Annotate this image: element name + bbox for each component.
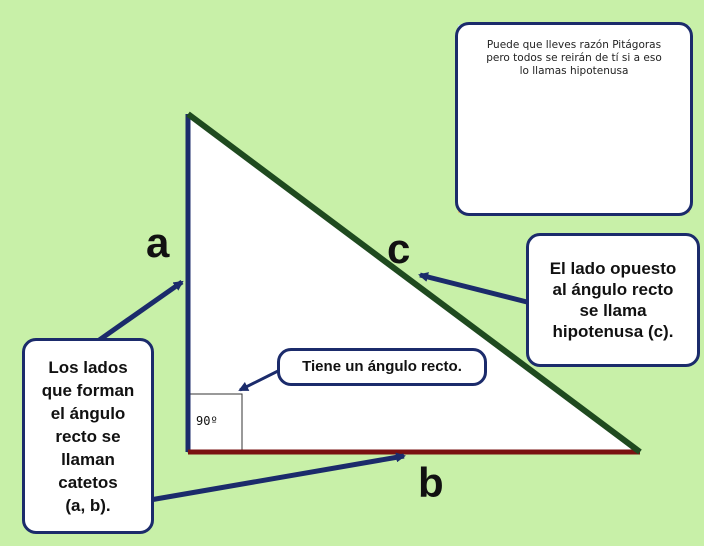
legs-callout-text: Los lados que forman el ángulo recto se … xyxy=(41,357,135,515)
legs-callout: Los lados que forman el ángulo recto se … xyxy=(22,338,154,534)
cartoon-caption: Puede que lleves razón Pitágoras pero to… xyxy=(486,39,662,77)
right-angle-callout-text: Tiene un ángulo recto. xyxy=(302,358,462,375)
hypotenuse-callout-text: El lado opuesto al ángulo recto se llama… xyxy=(549,259,677,341)
side-c-line xyxy=(186,111,642,455)
cartoon-panel: Puede que lleves razón Pitágoras pero to… xyxy=(455,22,693,216)
right-angle-callout: Tiene un ángulo recto. xyxy=(277,348,487,386)
arrow-to-right-angle xyxy=(238,366,285,392)
arrow-to-side-a xyxy=(93,279,184,346)
right-angle-label: 90º xyxy=(196,414,218,428)
arrow-to-side-b xyxy=(149,452,406,503)
side-a-label: a xyxy=(146,219,170,266)
hypotenuse-callout: El lado opuesto al ángulo recto se llama… xyxy=(526,233,700,367)
arrow-to-side-c xyxy=(418,272,528,305)
side-c-label: c xyxy=(387,225,411,272)
side-b-label: b xyxy=(418,459,444,506)
